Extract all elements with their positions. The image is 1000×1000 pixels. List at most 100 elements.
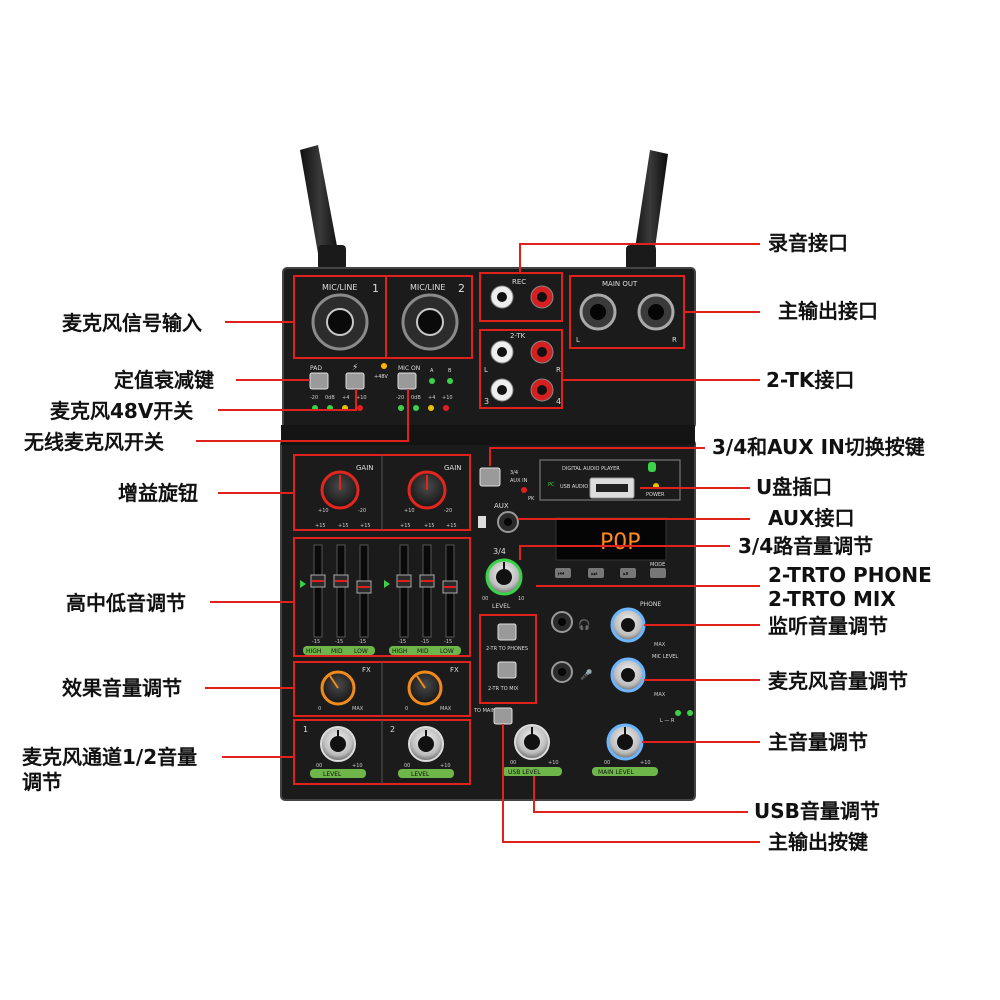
prev-button[interactable] <box>555 568 571 578</box>
play-button[interactable] <box>620 568 636 578</box>
player-title: DIGITAL AUDIO PLAYER <box>562 466 620 472</box>
aux-label: AUX <box>494 502 509 510</box>
xlr-input-2[interactable]: MIC/LINE 2 <box>385 275 473 359</box>
fx-knob-ch2[interactable]: FX 0 MAX <box>405 666 459 712</box>
play-pause-icon: ⏯ <box>623 570 629 578</box>
eq-center-indicator-ch2 <box>384 580 390 588</box>
power-label: POWER <box>646 492 665 498</box>
eq-labels-ch2: HIGH MID LOW <box>389 646 461 655</box>
callout-phantom-switch: 麦克风48V开关 <box>50 399 194 423</box>
eq-slot-mid-ch2 <box>422 544 432 638</box>
eq-slot-mid-ch1 <box>336 544 346 638</box>
phantom-48v-switch[interactable]: ⚡ +48V <box>345 363 389 390</box>
level2-max: +10 <box>440 763 451 769</box>
pk-label: PK <box>528 496 535 502</box>
callout-pad-key: 定值衰减键 <box>114 368 214 392</box>
display-screen: P0P <box>555 517 667 561</box>
fx2-min: 0 <box>405 706 408 712</box>
eq-mid-2: MID <box>417 648 429 655</box>
headphone-icon: 🎧 <box>578 618 590 631</box>
callout-channel-level-1: 麦克风通道1/2音量 <box>22 745 198 769</box>
switch-34-label: 3/4 <box>510 470 518 476</box>
to-main-button[interactable]: TO MAIN <box>473 707 513 725</box>
tk-jack[interactable]: 2-TK L R 3 4 <box>479 329 563 409</box>
ch34-max: 10 <box>518 596 524 602</box>
eq-bottom-scale-5: -15 <box>421 639 429 645</box>
main-max: +10 <box>640 760 651 766</box>
meter1-tick-2: 0dB <box>325 395 335 401</box>
tk-label: 2-TK <box>510 332 526 340</box>
main-out-jack[interactable]: MAIN OUT L R <box>569 275 685 349</box>
mic-level-label: MIC LEVEL <box>652 654 678 660</box>
phone-level-knob[interactable]: PHONE MAX <box>610 601 666 648</box>
wireless-mic-switch[interactable]: MIC ON A B <box>397 365 453 390</box>
usb-slot[interactable] <box>589 477 635 499</box>
usb-level-label: USB LEVEL <box>508 769 541 776</box>
level-number-2: 2 <box>390 725 395 734</box>
callout-channel-level-2: 调节 <box>22 770 62 794</box>
antenna-right <box>626 150 668 270</box>
level-label-2: LEVEL <box>411 771 430 778</box>
callout-lines <box>196 243 760 843</box>
mic-jack[interactable]: 🎤 <box>551 661 593 683</box>
fx1-max: MAX <box>352 706 364 712</box>
callout-aux-switch: 3/4和AUX IN切换按键 <box>712 435 925 459</box>
meter2-tick-4: +10 <box>442 395 453 401</box>
trto-switch-area <box>479 614 537 704</box>
callout-gain-knob: 增益旋钮 <box>118 481 198 505</box>
prev-icon: ⏮ <box>558 570 564 578</box>
ch34-label: 3/4 <box>493 547 506 556</box>
callout-usb-level: USB音量调节 <box>754 799 880 823</box>
player-controls: ⏮ ⏭ ⏯ MODE <box>555 562 666 578</box>
fx-knob-ch1[interactable]: FX 0 MAX <box>318 666 371 712</box>
callout-mic-input: 麦克风信号输入 <box>62 311 202 335</box>
microphone-icon: 🎤 <box>580 668 593 681</box>
gain2-right: -20 <box>444 508 452 514</box>
gain-knob-ch1[interactable]: GAIN +10 -20 <box>318 464 374 514</box>
main-out-l-label: L <box>576 336 580 344</box>
rec-label: REC <box>512 278 526 286</box>
aux-jack[interactable]: AUX <box>478 502 519 533</box>
gain-knob-ch2[interactable]: GAIN +10 -20 <box>404 464 462 514</box>
meter1-tick-1: -20 <box>310 395 318 401</box>
tk-3-label: 3 <box>484 397 489 406</box>
usb-level-knob[interactable]: 00 +10 USB LEVEL <box>502 724 562 776</box>
rec-jack[interactable]: REC <box>479 272 563 322</box>
main-out-label: MAIN OUT <box>602 280 638 288</box>
phone-jack[interactable]: 🎧 <box>551 611 590 633</box>
eq-bottom-scale-2: -15 <box>335 639 343 645</box>
eq-area <box>293 537 471 657</box>
eq-bottom-scale-1: -15 <box>312 639 320 645</box>
callout-aux-jack: AUX接口 <box>768 506 855 530</box>
next-button[interactable] <box>588 568 604 578</box>
eq-high-1: HIGH <box>306 648 321 655</box>
tk-l-label: L <box>484 366 488 374</box>
tk-4-label: 4 <box>556 397 561 406</box>
meter1-tick-4: +10 <box>356 395 367 401</box>
aux-switch[interactable]: 3/4 AUX IN PK <box>479 467 535 502</box>
channel-1-title: MIC/LINE <box>322 283 357 292</box>
ch34-level-label: LEVEL <box>492 603 511 610</box>
trto-mix-switch[interactable]: 2-TR TO MIX <box>488 661 519 692</box>
tk-r-label: R <box>556 366 561 374</box>
eq-faders[interactable]: -15-15-15-15-15-15 <box>300 544 458 645</box>
eq-bottom-scale-6: -15 <box>444 639 452 645</box>
eq-top-1: +15 <box>315 523 326 529</box>
ch34-level-knob[interactable]: 3/4 00 10 LEVEL <box>482 547 524 610</box>
callout-trto-mix: 2-TRTO MIX <box>768 587 896 611</box>
eq-low-2: LOW <box>440 648 454 655</box>
mic-on-b: B <box>448 368 452 374</box>
eq-top-3: +15 <box>360 523 371 529</box>
gain-label-1: GAIN <box>356 464 374 472</box>
level-knob-ch2[interactable]: 2 00 +10 LEVEL <box>390 725 454 778</box>
mode-button[interactable] <box>650 568 666 578</box>
trto-phones-switch[interactable]: 2-TR TO PHONES <box>486 623 528 652</box>
lr-label: L — R <box>660 718 675 724</box>
eq-bottom-scale-4: -15 <box>398 639 406 645</box>
level-knob-ch1[interactable]: 1 00 +10 LEVEL <box>303 725 366 778</box>
mic-level-knob[interactable]: MIC LEVEL MAX <box>610 654 678 698</box>
phone-label: PHONE <box>640 601 661 608</box>
eq-labels-ch1: HIGH MID LOW <box>303 646 375 655</box>
main-min: 00 <box>604 760 610 766</box>
